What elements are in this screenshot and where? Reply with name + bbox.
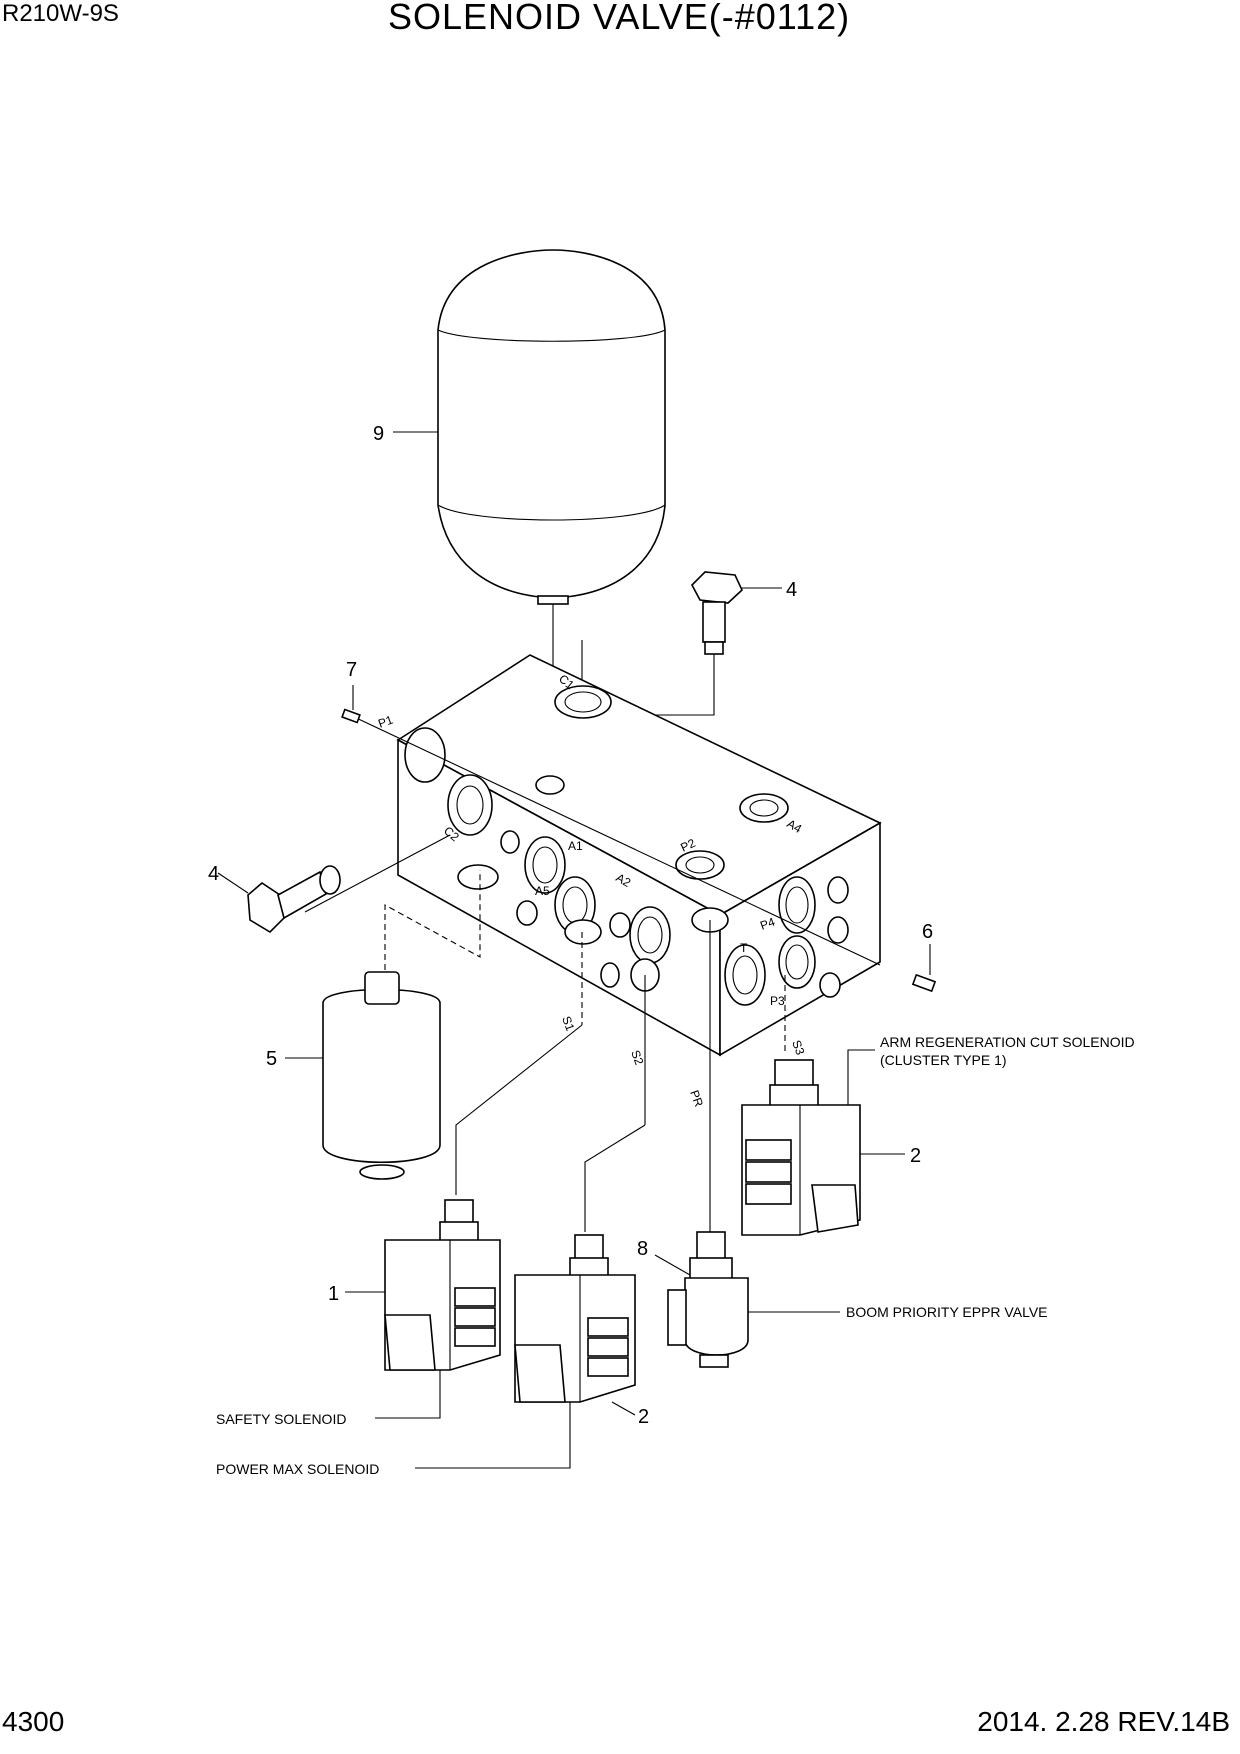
arm-regen-label-1: ARM REGENERATION CUT SOLENOID [880,1034,1135,1050]
callout-4-left: 4 [208,863,219,885]
port-label-t: T [740,941,748,955]
port-label-a2: A2 [614,870,634,890]
callout-7: 7 [346,659,357,681]
plug-bolt-left [247,865,341,934]
safety-solenoid [384,1199,501,1371]
port-label-s3: S3 [789,1038,807,1057]
page-title: SOLENOID VALVE(-#0112) [388,0,851,37]
callout-2-bottom: 2 [638,1406,649,1428]
assembly-lines [304,714,881,1232]
page-number: 4300 [2,1706,65,1737]
port-label-a5: A5 [535,884,550,898]
port-label-a1: A1 [568,839,583,853]
port-label-p1: P1 [376,713,395,731]
port-label-s1: S1 [559,1014,577,1033]
callout-9: 9 [373,423,384,445]
port-label-pr: PR [687,1088,706,1109]
callout-6: 6 [922,921,933,943]
safety-solenoid-label: SAFETY SOLENOID [216,1411,346,1427]
power-max-solenoid [514,1234,636,1403]
plug-6 [911,973,937,993]
port-label-p2: P2 [678,836,698,855]
port-label-a4: A4 [785,816,805,836]
callout-leaders [217,431,931,1469]
port-label-p3: P3 [770,994,785,1008]
arm-regeneration-solenoid [741,1059,861,1236]
accumulator [437,249,666,800]
boom-priority-eppr-valve [667,1231,749,1368]
valve-block [396,654,882,1057]
callout-4-top: 4 [786,579,797,601]
model-number: R210W-9S [2,0,119,27]
boom-priority-label: BOOM PRIORITY EPPR VALVE [846,1304,1048,1320]
callout-8: 8 [637,1238,648,1260]
callout-5: 5 [266,1048,277,1070]
part-labels: ARM REGENERATION CUT SOLENOID (CLUSTER T… [216,1034,1135,1477]
port-label-s2: S2 [628,1048,646,1067]
plug-7 [341,708,361,724]
plug-bolt-top [581,571,743,716]
arm-regen-label-2: (CLUSTER TYPE 1) [880,1052,1007,1068]
callout-2-right: 2 [910,1145,921,1167]
power-max-solenoid-label: POWER MAX SOLENOID [216,1461,379,1477]
callout-numbers: 9 4 7 4 6 5 2 8 1 2 [208,423,933,1428]
port-label-p4: P4 [758,915,777,933]
revision-date: 2014. 2.28 REV.14B [977,1706,1230,1737]
port-labels: P1 C1 C2 A1 A5 A2 P2 A4 P4 T P3 S1 S2 S3… [376,672,807,1109]
canister [322,971,441,1180]
callout-1: 1 [328,1283,339,1305]
